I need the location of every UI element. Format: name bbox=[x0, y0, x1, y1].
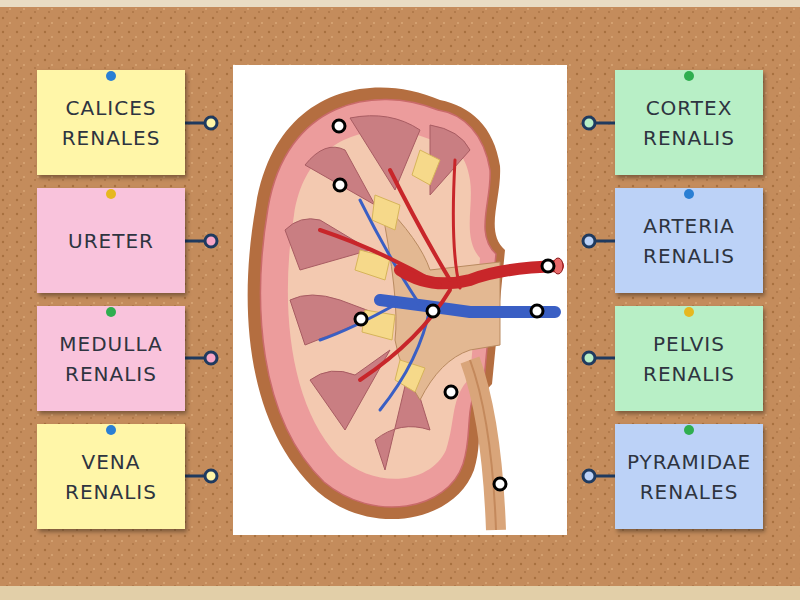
note-label: VENA RENALIS bbox=[37, 439, 185, 515]
ureter-line bbox=[470, 360, 496, 530]
stub-ring bbox=[205, 470, 217, 482]
stub-line bbox=[185, 122, 205, 125]
artery-branch bbox=[360, 290, 450, 380]
note-label: PELVIS RENALIS bbox=[615, 321, 763, 397]
note-label: ARTERIA RENALIS bbox=[615, 203, 763, 279]
sticky-note: VENA RENALIS bbox=[37, 424, 185, 529]
answer-dot bbox=[334, 179, 346, 191]
answer-dot bbox=[355, 313, 367, 325]
pushpin bbox=[684, 71, 694, 81]
calyx bbox=[412, 150, 440, 185]
pyramid bbox=[305, 147, 375, 205]
pyramid bbox=[310, 350, 390, 430]
note-label: CORTEX RENALIS bbox=[615, 85, 763, 161]
calyx bbox=[372, 195, 400, 230]
veins bbox=[320, 200, 555, 410]
answer-dot bbox=[427, 305, 439, 317]
vein-branch bbox=[360, 200, 420, 305]
stub-line bbox=[185, 475, 205, 478]
pin-heads bbox=[106, 71, 694, 435]
arteries bbox=[320, 160, 558, 380]
ureter-tube bbox=[470, 360, 496, 530]
stub-ring bbox=[583, 352, 595, 364]
pushpin bbox=[684, 189, 694, 199]
answer-dot bbox=[333, 120, 345, 132]
stub-ring bbox=[583, 470, 595, 482]
note-label: CALICES RENALES bbox=[37, 85, 185, 161]
sticky-note: ARTERIA RENALIS bbox=[615, 188, 763, 293]
pushpin bbox=[684, 425, 694, 435]
vein-trunk bbox=[380, 300, 555, 312]
stub-line bbox=[595, 357, 615, 360]
pushpin bbox=[106, 425, 116, 435]
stub-ring bbox=[205, 117, 217, 129]
pyramid bbox=[290, 295, 380, 345]
answer-dot bbox=[445, 386, 457, 398]
answer-dot bbox=[531, 305, 543, 317]
kidney-illustration bbox=[248, 88, 563, 530]
vein-branch bbox=[320, 302, 400, 340]
sticky-note: PELVIS RENALIS bbox=[615, 306, 763, 411]
sticky-note: MEDULLA RENALIS bbox=[37, 306, 185, 411]
pushpin bbox=[106, 307, 116, 317]
answer-dots bbox=[333, 120, 554, 490]
note-label: MEDULLA RENALIS bbox=[37, 321, 185, 397]
stub-line bbox=[185, 240, 205, 243]
artery-branch bbox=[320, 230, 440, 285]
stub-ring bbox=[205, 235, 217, 247]
pushpin bbox=[106, 71, 116, 81]
artery-branch bbox=[453, 160, 460, 288]
sticky-note: PYRAMIDAE RENALES bbox=[615, 424, 763, 529]
stub-ring bbox=[583, 117, 595, 129]
frame-bottom bbox=[0, 586, 800, 600]
sticky-note: CALICES RENALES bbox=[37, 70, 185, 175]
note-label: URETER bbox=[58, 218, 164, 264]
stub-line bbox=[595, 122, 615, 125]
frame-top bbox=[0, 0, 800, 7]
stub-line bbox=[595, 240, 615, 243]
stub-line bbox=[595, 475, 615, 478]
pushpin bbox=[684, 307, 694, 317]
pushpin bbox=[106, 189, 116, 199]
sticky-note: CORTEX RENALIS bbox=[615, 70, 763, 175]
answer-dot bbox=[494, 478, 506, 490]
picture-card bbox=[233, 65, 567, 535]
stub-ring bbox=[205, 352, 217, 364]
note-label: PYRAMIDAE RENALES bbox=[615, 439, 763, 515]
stub-ring bbox=[583, 235, 595, 247]
sticky-note: URETER bbox=[37, 188, 185, 293]
answer-dot bbox=[542, 260, 554, 272]
stub-line bbox=[185, 357, 205, 360]
